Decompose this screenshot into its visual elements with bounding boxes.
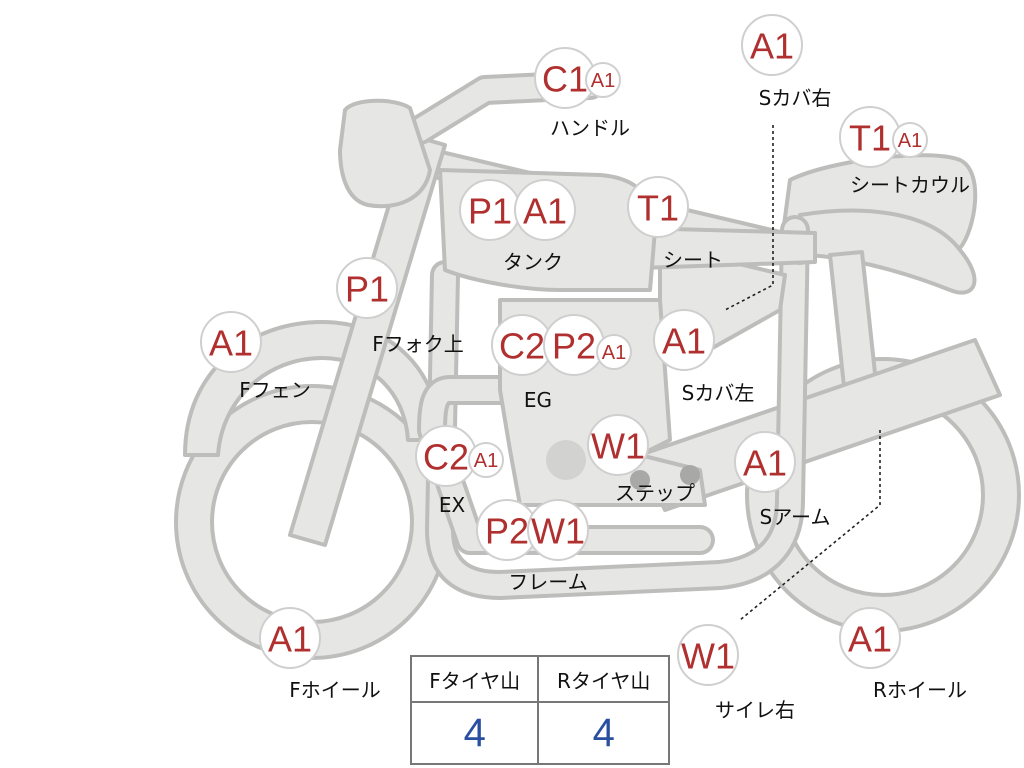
part-label: フレーム (508, 570, 587, 594)
inspection-badge: A1 (596, 334, 632, 370)
badge-circle (200, 311, 262, 373)
badge-code: A1 (848, 619, 892, 660)
badge-code: C2 (499, 326, 545, 367)
inspection-badge: A1 (259, 607, 321, 669)
badge-code: T1 (637, 188, 679, 229)
inspection-badge: A1 (200, 311, 262, 373)
engine-cover (546, 440, 586, 480)
badge-code: W1 (531, 511, 585, 552)
rear-tire-tread-value: 4 (537, 701, 670, 765)
inspection-badge: P1 (459, 179, 521, 241)
inspection-badge: T1 (627, 176, 689, 238)
frame-loop-inner (429, 219, 806, 596)
badge-circle (653, 309, 715, 371)
part-label: Fホイール (289, 678, 381, 702)
badge-code: P1 (345, 269, 389, 310)
badge-circle (892, 122, 928, 158)
badge-circle (514, 179, 576, 241)
part-label: Sカバ左 (682, 381, 755, 405)
part-label: Sカバ右 (759, 86, 832, 110)
badge-circle (741, 14, 803, 76)
inspection-badge: C2 (491, 314, 553, 376)
badge-circle (734, 431, 796, 493)
badge-circle (527, 499, 589, 561)
badge-circle (839, 607, 901, 669)
part-label: サイレ右 (715, 698, 795, 722)
rear-tire-tread-header: Rタイヤ山 (537, 655, 670, 703)
inspection-badge: W1 (587, 414, 649, 476)
inspection-badge: A1 (653, 309, 715, 371)
badge-circle (468, 442, 504, 478)
inspection-badge: A1 (734, 431, 796, 493)
inspection-badge: A1 (839, 607, 901, 669)
badge-circle (587, 414, 649, 476)
part-label: シート (663, 248, 723, 272)
badge-code: A1 (523, 191, 567, 232)
headlight-shape (338, 98, 432, 209)
inspection-badge: P2 (476, 499, 538, 561)
front-tire-tread-header: Fタイヤ山 (409, 655, 540, 703)
badge-code: A1 (750, 26, 794, 67)
inspection-badge: A1 (892, 122, 928, 158)
badge-code: C2 (423, 437, 469, 478)
inspection-badge: A1 (585, 62, 621, 98)
badge-code: A1 (602, 342, 626, 364)
badge-code: W1 (591, 426, 645, 467)
inspection-badge: T1 (839, 106, 901, 168)
inspection-badge: A1 (468, 442, 504, 478)
part-label: タンク (503, 250, 563, 274)
inspection-badge: P1 (336, 257, 398, 319)
guide-muffler-right (739, 430, 881, 621)
badge-code: P2 (485, 511, 529, 552)
badge-code: A1 (898, 130, 922, 152)
part-label: Fフォク上 (372, 332, 464, 356)
badge-code: A1 (474, 450, 498, 472)
front-tire-tread-value: 4 (409, 701, 540, 765)
badge-circle (596, 334, 632, 370)
part-label: Sアーム (760, 505, 831, 529)
inspection-badge: A1 (741, 14, 803, 76)
badge-code: A1 (268, 619, 312, 660)
badge-code: T1 (849, 118, 891, 159)
badge-code: P2 (552, 326, 596, 367)
part-label: ステップ (615, 481, 695, 505)
tire-tread-table: Fタイヤ山 Rタイヤ山 4 4 (409, 655, 670, 765)
inspection-badge: W1 (527, 499, 589, 561)
part-label: EX (439, 493, 466, 517)
part-label: ハンドル (550, 116, 630, 140)
badge-circle (677, 624, 739, 686)
badge-circle (336, 257, 398, 319)
part-label: Rホイール (873, 678, 967, 702)
inspection-badge: A1 (514, 179, 576, 241)
part-label: EG (524, 388, 552, 412)
badge-circle (627, 176, 689, 238)
inspection-badge: W1 (677, 624, 739, 686)
inspection-badge: P2 (543, 314, 605, 376)
badge-code: A1 (209, 323, 253, 364)
front-fork-shape (288, 133, 447, 547)
badge-code: A1 (662, 321, 706, 362)
badge-code: W1 (681, 636, 735, 677)
part-label: シートカウル (850, 173, 970, 197)
step-peg-left (630, 470, 650, 490)
badge-code: C1 (542, 59, 588, 100)
part-label: Fフェン (239, 378, 311, 402)
badge-code: A1 (743, 443, 787, 484)
badge-circle (585, 62, 621, 98)
badge-circle (259, 607, 321, 669)
step-peg-right (680, 465, 700, 485)
inspection-badge: C2 (415, 425, 477, 487)
badge-code: A1 (591, 70, 615, 92)
badge-code: P1 (468, 191, 512, 232)
